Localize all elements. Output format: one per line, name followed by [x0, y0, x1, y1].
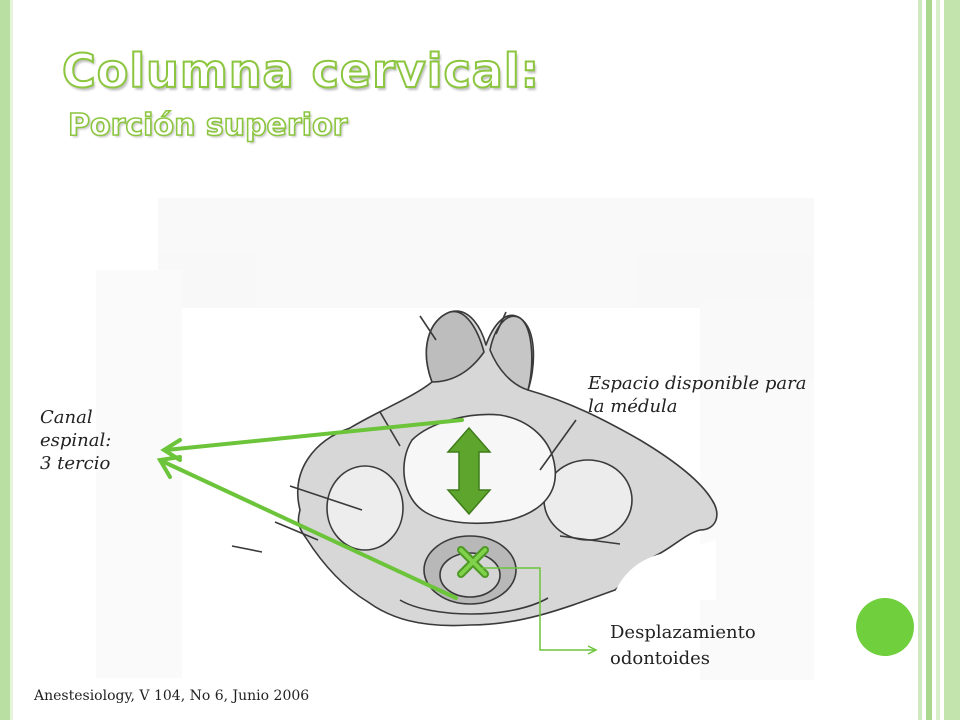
vertebra-drawing: [231, 310, 718, 627]
pointer-arrow-lower: [162, 460, 458, 600]
anterior-arch: [399, 597, 549, 615]
label-line: Espacio disponible para: [588, 373, 807, 394]
label-line: Canal: [40, 407, 93, 428]
label-line: odontoides: [610, 648, 711, 669]
label-line: la médula: [588, 396, 678, 417]
cross-icon-highlight: [459, 548, 487, 576]
label-canal-espinal: Canal espinal: 3 tercio: [40, 406, 111, 475]
source-citation: Anestesiology, V 104, No 6, Junio 2006: [34, 688, 310, 704]
label-line: 3 tercio: [40, 453, 111, 474]
label-desplazamiento-odontoides: Desplazamiento odontoides: [610, 620, 756, 672]
slide-frame-left: [0, 0, 10, 720]
leader-line: [274, 521, 319, 541]
frame-stripe: [926, 0, 932, 720]
illustration-cutout: [616, 540, 716, 600]
odontoid-connector: [482, 567, 598, 655]
leader-line: [539, 419, 577, 471]
frame-stripe: [944, 0, 960, 720]
spinous-process-left: [425, 310, 485, 383]
label-line: espinal:: [40, 430, 112, 451]
slide-frame-left-inner: [10, 0, 13, 720]
illustration-background: [96, 198, 814, 680]
label-espacio-disponible: Espacio disponible para la médula: [588, 372, 807, 418]
pointer-arrow-upper: [164, 418, 464, 452]
leader-line: [559, 535, 621, 545]
canal-pointer-arrows: [156, 418, 464, 600]
frame-stripe: [936, 0, 940, 720]
lateral-mass-right: [543, 459, 633, 541]
slide-title: Columna cervical:: [61, 43, 540, 99]
odontoid-core: [439, 552, 501, 598]
double-headed-arrow-icon: [446, 426, 492, 516]
leader-line: [289, 485, 363, 511]
arrowhead-icon: [156, 455, 182, 479]
leader-line: [495, 311, 507, 335]
frame-stripe: [918, 0, 922, 720]
lateral-mass-left: [326, 465, 404, 551]
green-circle-icon: [856, 598, 914, 656]
leader-line: [231, 545, 263, 553]
slide-frame-right: [918, 0, 960, 720]
slide-subtitle: Porción superior: [67, 107, 348, 144]
label-line: Desplazamiento: [610, 622, 756, 643]
leader-line: [419, 315, 437, 341]
